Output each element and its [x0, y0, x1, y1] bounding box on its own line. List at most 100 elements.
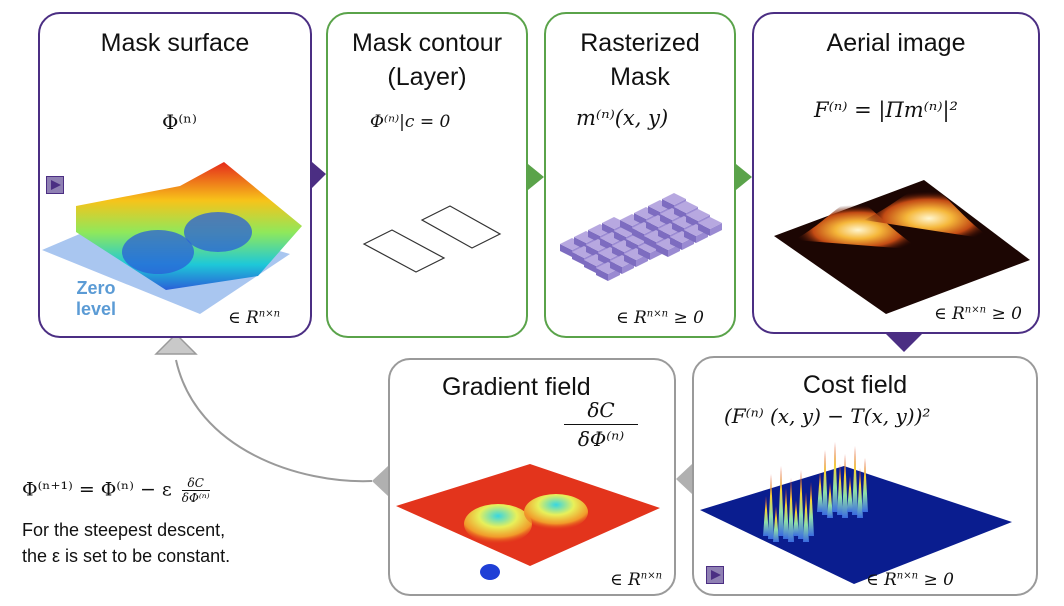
cost-spike: [862, 458, 868, 512]
play-icon[interactable]: [706, 566, 724, 584]
aerial-image-plot: [774, 180, 1030, 314]
update-fraction-den: δΦ⁽ⁿ⁾: [181, 491, 210, 505]
cost-spike: [783, 488, 789, 539]
cost-spike: [763, 496, 769, 536]
panel-set: ∈ Rn×n: [610, 570, 663, 590]
panel-title-line-1: Mask contour: [351, 29, 503, 57]
raster-cell-side: [572, 252, 584, 265]
cost-spike: [847, 476, 853, 512]
zero-level-label: Zero level: [56, 278, 136, 320]
surface-basin-right: [184, 212, 252, 252]
panel-title: Cost field: [802, 371, 908, 399]
panel-title: Gradient field: [442, 373, 591, 401]
play-icon[interactable]: [46, 176, 64, 194]
update-fraction: δC δΦ⁽ⁿ⁾: [181, 476, 210, 505]
raster-cell-side: [620, 220, 632, 233]
raster-cell-side: [624, 254, 636, 267]
panel-title: Mask surface: [100, 29, 250, 57]
panel-set: ∈ Rn×n ≥ 0: [616, 308, 704, 328]
panel-mask-contour: Mask contour (Layer) Φ⁽ⁿ⁾|c = 0: [326, 12, 528, 338]
update-lhs: Φ⁽ⁿ⁺¹⁾ = Φ⁽ⁿ⁾ − ε: [22, 478, 172, 501]
panel-set: ∈ Rn×n ≥ 0: [934, 304, 1022, 324]
panel-aerial-image: Aerial image F⁽ⁿ⁾ = |Πm⁽ⁿ⁾|² ∈ Rn×n ≥ 0: [752, 12, 1040, 334]
cost-spike: [773, 506, 779, 542]
raster-cell-side: [656, 244, 668, 257]
panel-set: ∈ Rn×n ≥ 0: [866, 570, 954, 590]
cost-spike: [778, 466, 784, 536]
raster-cell-side: [584, 260, 596, 273]
raster-blocks: [560, 193, 722, 281]
raster-cell-side: [632, 228, 644, 241]
panel-mask-surface: Mask surface Φ⁽ⁿ⁾ Zero level ∈ Rn×n: [38, 12, 312, 338]
note-line-2: the ε is set to be constant.: [22, 546, 231, 566]
raster-cell: [686, 209, 710, 221]
panel-title: Aerial image: [826, 29, 966, 57]
update-fraction-num: δC: [187, 476, 204, 490]
panel-formula: Φ⁽ⁿ⁾: [162, 110, 197, 134]
update-equation: Φ⁽ⁿ⁺¹⁾ = Φ⁽ⁿ⁾ − ε δC δΦ⁽ⁿ⁾: [22, 476, 210, 505]
panel-gradient-field: Gradient field δC δΦ⁽ⁿ⁾ ∈ Rn×n: [388, 358, 676, 596]
panel-cost-field: Cost field (F⁽ⁿ⁾ (x, y) − T(x, y))² ∈ Rn…: [692, 356, 1038, 596]
cost-spikes-left: [763, 466, 814, 542]
contour-rect-left: [362, 229, 446, 273]
cost-spike: [842, 454, 848, 518]
cost-spike: [798, 470, 804, 539]
raster-cell: [698, 217, 722, 229]
fraction-denominator: δΦ⁽ⁿ⁾: [577, 427, 625, 451]
raster-cell: [662, 193, 686, 205]
gradient-field-plot: [396, 464, 660, 580]
cost-spike: [768, 474, 774, 539]
mask-surface-plot: [42, 162, 302, 314]
cost-spike: [852, 446, 858, 515]
cost-spike: [822, 450, 828, 515]
cost-field-plot: [700, 442, 1012, 584]
raster-cell-side: [698, 223, 710, 236]
raster-cell-side: [560, 244, 572, 257]
cost-spike: [817, 472, 823, 512]
raster-cell: [674, 201, 698, 213]
panel-formula: (F⁽ⁿ⁾ (x, y) − T(x, y))²: [724, 404, 931, 428]
panel-title-line-2: Mask: [610, 63, 670, 91]
cost-spike: [808, 482, 814, 536]
arrow-surface-to-contour: [312, 162, 326, 188]
cost-spike: [857, 468, 863, 518]
panel-formula: F⁽ⁿ⁾ = |Πm⁽ⁿ⁾|²: [814, 98, 958, 122]
cost-spikes-right: [817, 442, 868, 518]
gradient-fraction: δC δΦ⁽ⁿ⁾: [564, 398, 638, 451]
gradient-trough-right: [524, 494, 588, 530]
fraction-numerator: δC: [587, 398, 615, 422]
aerial-peak-right: [864, 186, 994, 240]
aerial-peak-left: [794, 200, 922, 250]
surface-basin-left: [122, 230, 194, 274]
raster-cell-side: [710, 223, 722, 236]
raster-cell-side: [684, 230, 696, 243]
zero-label-line-1: Zero: [76, 278, 116, 298]
raster-cell-side: [644, 236, 656, 249]
cost-spike: [832, 442, 838, 512]
contour-plot: [362, 205, 502, 273]
cost-spike: [837, 464, 843, 515]
gradient-dip: [480, 564, 500, 580]
cost-spike: [793, 500, 799, 536]
arrow-cost-to-gradient: [676, 464, 692, 494]
arrow-back-to-surface: [154, 332, 198, 355]
arrow-aerial-to-cost: [886, 334, 922, 352]
arrow-contour-to-raster: [528, 164, 544, 190]
raster-cell-side: [610, 261, 622, 274]
contour-rect-right: [420, 205, 502, 249]
panel-formula: m⁽ⁿ⁾(x, y): [576, 106, 669, 130]
panel-title-line-2: (Layer): [387, 63, 467, 91]
gradient-trough-left: [464, 504, 532, 544]
panel-rasterized-mask: Rasterized Mask m⁽ⁿ⁾(x, y) ∈ Rn×n ≥ 0: [544, 12, 736, 338]
feedback-loop-curve: [175, 359, 373, 483]
note-line-1: For the steepest descent,: [22, 520, 226, 540]
arrow-raster-to-aerial: [736, 164, 752, 190]
panel-set: ∈ Rn×n: [228, 308, 281, 328]
raster-block-group-left: [560, 217, 662, 281]
cost-spike: [788, 478, 794, 542]
update-fraction-bar: [181, 490, 210, 491]
fraction-bar: [564, 424, 638, 425]
zero-label-line-2: level: [75, 299, 117, 319]
panel-formula: Φ⁽ⁿ⁾|c = 0: [370, 112, 451, 132]
